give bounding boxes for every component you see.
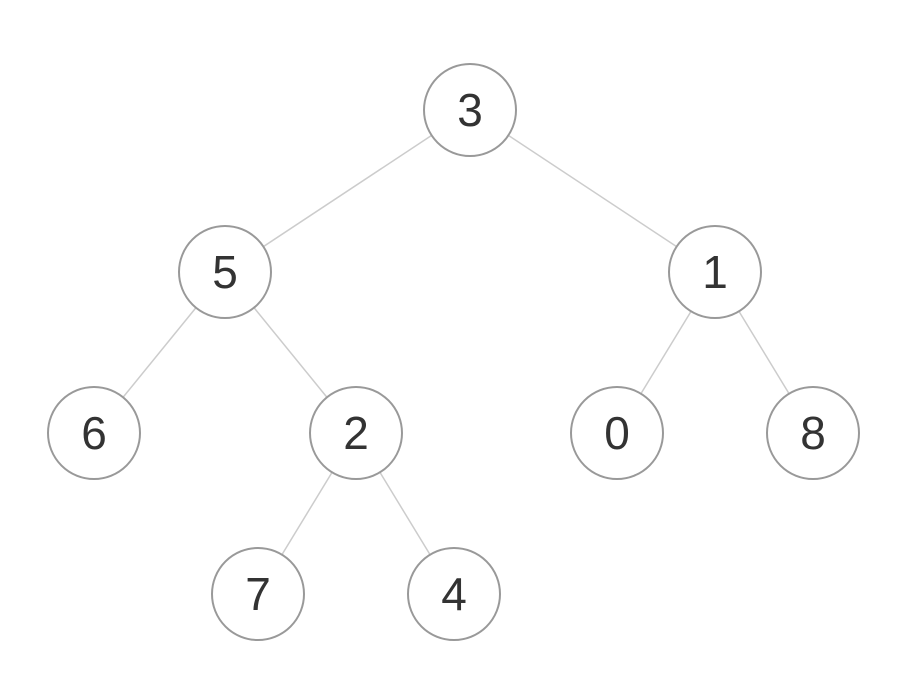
tree-edge-3-5 bbox=[224, 109, 471, 273]
tree-node-6: 6 bbox=[47, 386, 141, 480]
node-circle bbox=[309, 386, 403, 480]
tree-node-3: 3 bbox=[423, 63, 517, 157]
tree-node-8: 8 bbox=[766, 386, 860, 480]
node-circle bbox=[407, 547, 501, 641]
tree-node-0: 0 bbox=[570, 386, 664, 480]
tree-node-7: 7 bbox=[211, 547, 305, 641]
node-label: 4 bbox=[441, 568, 467, 620]
node-label: 1 bbox=[702, 246, 728, 298]
node-label: 2 bbox=[343, 407, 369, 459]
node-circle bbox=[570, 386, 664, 480]
tree-node-1: 1 bbox=[668, 225, 762, 319]
node-label: 0 bbox=[604, 407, 630, 459]
node-label: 7 bbox=[245, 568, 271, 620]
tree-node-4: 4 bbox=[407, 547, 501, 641]
node-circle bbox=[668, 225, 762, 319]
node-circle bbox=[178, 225, 272, 319]
node-label: 3 bbox=[457, 84, 483, 136]
node-circle bbox=[766, 386, 860, 480]
node-label: 5 bbox=[212, 246, 238, 298]
node-circle bbox=[47, 386, 141, 480]
node-circle bbox=[211, 547, 305, 641]
tree-edge-3-1 bbox=[469, 109, 716, 273]
node-label: 6 bbox=[81, 407, 107, 459]
tree-node-2: 2 bbox=[309, 386, 403, 480]
node-circle bbox=[423, 63, 517, 157]
tree-node-5: 5 bbox=[178, 225, 272, 319]
node-label: 8 bbox=[800, 407, 826, 459]
